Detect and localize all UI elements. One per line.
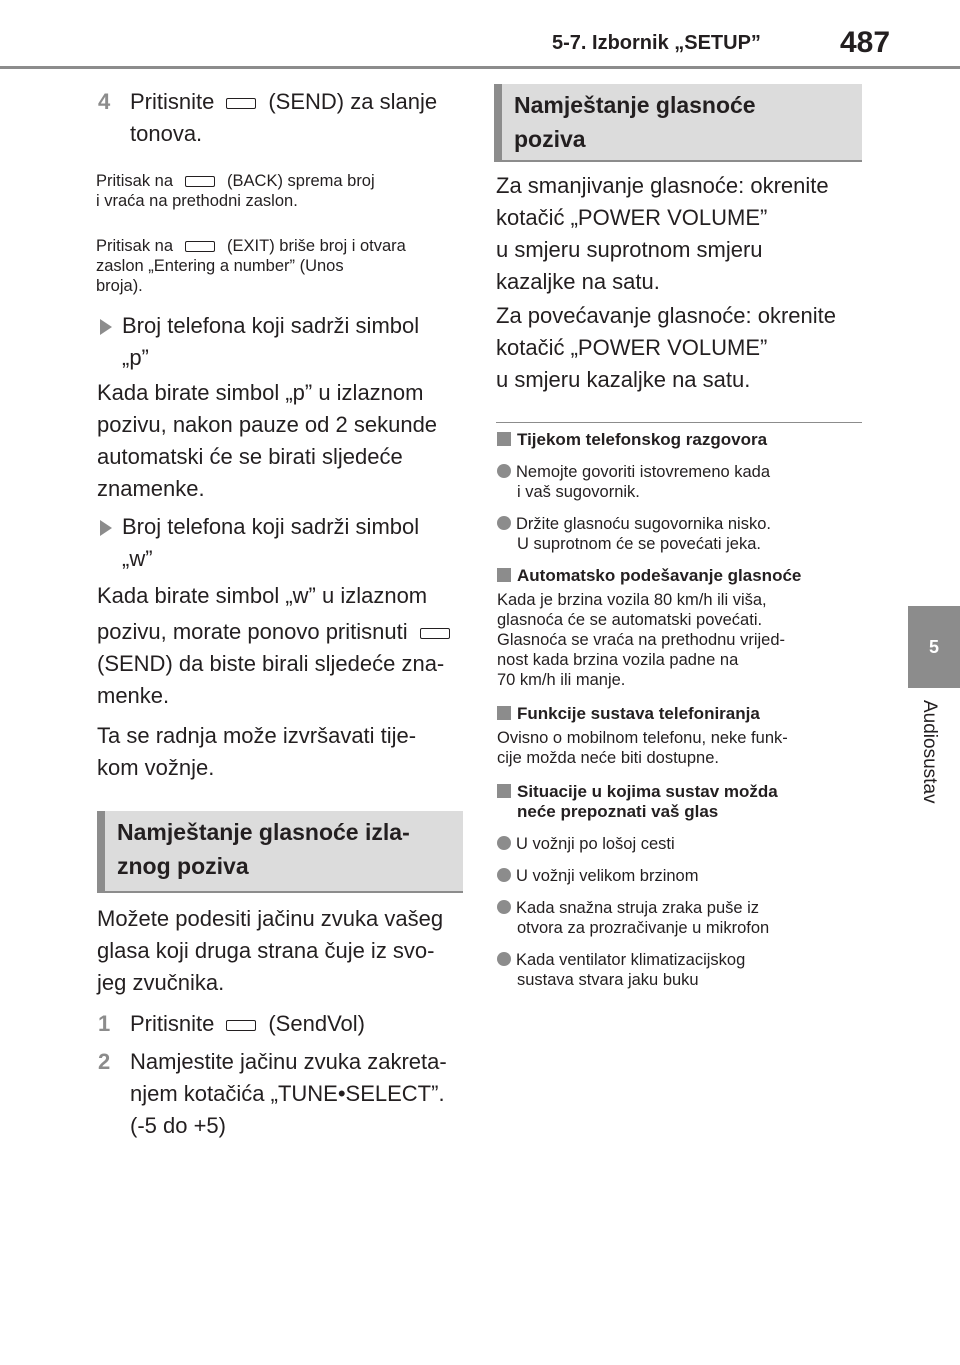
send-button-icon (226, 97, 257, 109)
square-bullet-icon (497, 568, 511, 582)
note-exit: Pritisak na(EXIT) briše broj i otvara za… (96, 237, 406, 295)
exit-button-icon (185, 241, 216, 253)
chapter-number: 5 (928, 636, 939, 657)
square-bullet-icon (497, 432, 511, 446)
dot-bullet-icon (497, 952, 511, 966)
sendvol-button-icon (226, 1019, 257, 1031)
square-bullet-icon (497, 784, 511, 798)
square-bullet-icon (497, 706, 511, 720)
step-number: 2 (98, 1049, 111, 1074)
para-p-symbol: Kada birate simbol „p” u izlaznom pozivu… (97, 380, 438, 501)
page-number: 487 (840, 26, 891, 59)
bullet-p-symbol: Broj telefona koji sadrži simbol „p” (100, 310, 470, 374)
step-number: 1 (98, 1011, 111, 1036)
note-back: Pritisak na(BACK) sprema broj i vraća na… (96, 172, 375, 210)
triangle-bullet-icon (100, 520, 112, 537)
section-heading-outgoing-volume: Namještanje glasnoće izla- znog poziva (97, 811, 463, 893)
send-button-icon (419, 627, 450, 639)
section-heading-call-volume: Namještanje glasnoće poziva (494, 84, 862, 162)
dot-bullet-icon (497, 516, 511, 530)
step-number: 4 (98, 89, 111, 114)
dot-bullet-icon (497, 464, 511, 478)
dot-bullet-icon (497, 868, 511, 882)
back-button-icon (185, 176, 216, 188)
dot-bullet-icon (497, 836, 511, 850)
para-intro: Možete podesiti jačinu zvuka vašeg glasa… (97, 906, 444, 995)
bullet-w-symbol: Broj telefona koji sadrži simbol „w” (100, 511, 470, 575)
info-notes: Tijekom telefonskog razgovora Nemojte go… (497, 430, 802, 989)
para-volume-down: Za smanjivanje glasnoće: okrenite kotači… (496, 173, 829, 294)
section-divider (496, 422, 862, 423)
chapter-tab: 5 (908, 606, 960, 688)
header-divider (0, 66, 960, 69)
triangle-bullet-icon (100, 319, 112, 336)
para-driving: Ta se radnja može izvršavati tije- kom v… (97, 723, 417, 780)
header-title: 5-7. Izbornik „SETUP” (552, 32, 761, 54)
para-volume-up: Za povećavanje glasnoće: okrenite kotači… (496, 303, 836, 392)
para-w-symbol: Kada birate simbol „w” u izlaznom pozivu… (97, 580, 469, 712)
chapter-label: Audiosustav (919, 700, 940, 804)
dot-bullet-icon (497, 900, 511, 914)
